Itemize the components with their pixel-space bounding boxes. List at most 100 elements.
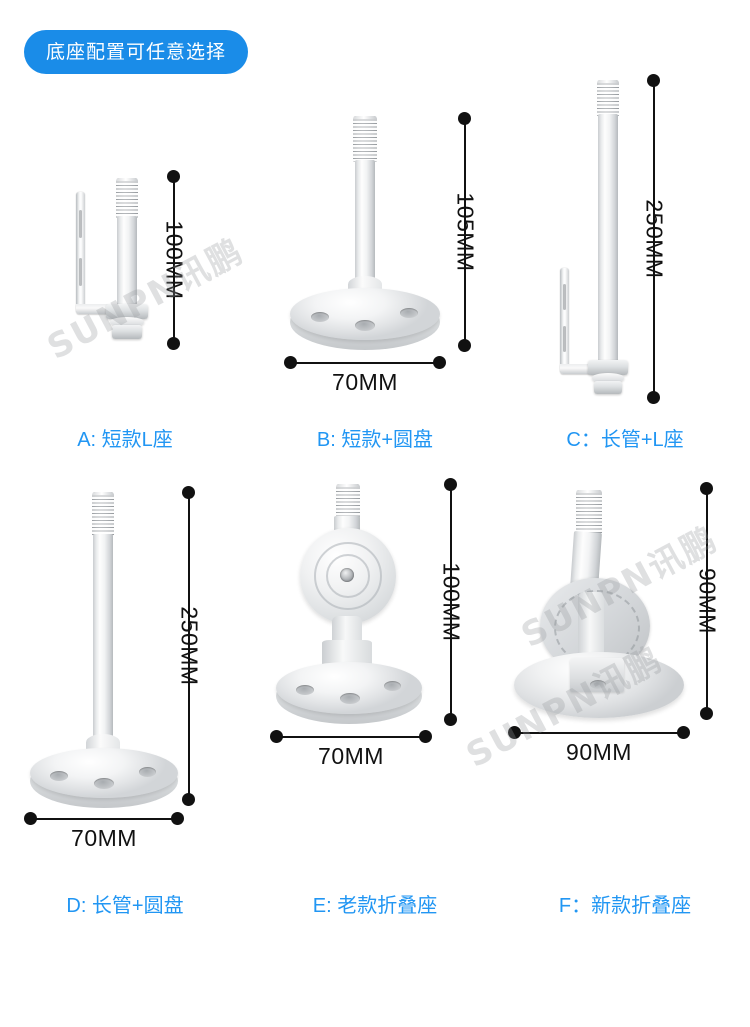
watermark-a: SUNPN讯鹏 — [40, 231, 251, 368]
dimension-height-c: 250MM — [641, 74, 668, 404]
dimension-endpoint — [458, 112, 471, 125]
dimension-height-f: 90MM — [694, 482, 721, 720]
dimension-height-label-f: 90MM — [694, 568, 721, 634]
product-caption-a: A: 短款L座 — [77, 429, 173, 451]
tube-thread-c — [597, 80, 619, 116]
hex-nut-a — [106, 304, 148, 319]
product-caption-d: D: 长管+圆盘 — [66, 895, 184, 917]
hex-nut-lower-a — [112, 325, 142, 339]
dimension-height-label-e: 100MM — [438, 562, 465, 642]
dimension-height-e: 100MM — [438, 478, 465, 726]
washer-c — [592, 373, 624, 383]
dimension-line — [464, 118, 466, 346]
dimension-line — [514, 732, 684, 734]
header-badge-label: 底座配置可任意选择 — [46, 41, 227, 63]
dimension-endpoint — [182, 793, 195, 806]
product-cell-d: 250MM 70MM D: 长管+圆盘 — [0, 472, 250, 942]
dimension-endpoint — [433, 356, 446, 369]
product-image-a: 100MM SUNPN讯鹏 A: 短款L座 — [0, 82, 250, 472]
hex-nut-c — [588, 360, 628, 375]
tube-thread-b — [353, 116, 377, 162]
dimension-endpoint — [182, 486, 195, 499]
tube-thread-d — [92, 492, 114, 536]
tube-thread-f — [576, 490, 602, 534]
washer-a — [110, 317, 144, 327]
product-cell-e: 100MM 70MM E: 老款折叠座 — [250, 472, 500, 942]
dimension-line — [30, 818, 178, 820]
base-hole-f — [590, 680, 606, 689]
product-caption-b: B: 短款+圆盘 — [316, 429, 434, 451]
dimension-endpoint — [284, 356, 297, 369]
l-bracket-slot-c — [563, 284, 566, 310]
dimension-height-b: 105MM — [452, 112, 479, 352]
disc-hole-d — [50, 771, 68, 781]
hinge-screw-e — [340, 568, 354, 582]
dimension-line — [653, 80, 655, 398]
dimension-line — [276, 736, 426, 738]
product-row-top: 100MM SUNPN讯鹏 A: 短款L座 — [0, 74, 750, 472]
product-cell-f: 90MM 90MM SUNPN讯鹏 F：新款折叠座 — [500, 472, 750, 942]
product-image-c: 250MM C：长管+L座 — [500, 74, 750, 472]
l-bracket-slot-c — [563, 326, 566, 352]
l-bracket-vertical-c — [560, 268, 569, 372]
tube-body-b — [355, 160, 375, 282]
dimension-endpoint — [444, 713, 457, 726]
product-caption-f: F：新款折叠座 — [558, 895, 692, 917]
product-caption-e: E: 老款折叠座 — [312, 895, 438, 917]
product-grid: 100MM SUNPN讯鹏 A: 短款L座 — [0, 74, 750, 942]
l-bracket-foot-a — [76, 304, 132, 314]
dimension-endpoint — [700, 482, 713, 495]
l-bracket-slot-a — [79, 258, 82, 286]
tube-thread-a — [116, 178, 138, 218]
disc-hole-d — [139, 767, 156, 777]
l-bracket-foot-c — [560, 364, 612, 374]
dimension-endpoint — [700, 707, 713, 720]
header-badge: 底座配置可任意选择 — [24, 30, 249, 74]
dimension-height-label-d: 250MM — [176, 606, 203, 686]
dimension-endpoint — [458, 339, 471, 352]
disc-hole-d — [94, 778, 114, 789]
dimension-width-d: 70MM — [24, 812, 184, 852]
dimension-width-f: 90MM — [508, 726, 690, 766]
dimension-height-label-b: 105MM — [452, 192, 479, 272]
hex-nut-lower-c — [594, 381, 622, 394]
dimension-endpoint — [647, 391, 660, 404]
dimension-endpoint — [647, 74, 660, 87]
dimension-line — [173, 176, 175, 344]
dimension-height-label-a: 100MM — [161, 220, 188, 300]
dimension-line — [706, 488, 708, 714]
product-cell-b: 105MM 70MM B: 短款+圆盘 — [250, 82, 500, 472]
product-image-f: 90MM 90MM SUNPN讯鹏 F：新款折叠座 — [500, 472, 750, 942]
dimension-endpoint — [24, 812, 37, 825]
dimension-height-label-c: 250MM — [641, 199, 668, 279]
disc-hole-e — [384, 681, 401, 691]
tube-body-d — [93, 534, 113, 742]
l-bracket-vertical-a — [76, 192, 85, 312]
dimension-endpoint — [508, 726, 521, 739]
product-row-bottom: 250MM 70MM D: 长管+圆盘 — [0, 472, 750, 942]
dimension-endpoint — [677, 726, 690, 739]
l-bracket-slot-a — [79, 210, 82, 238]
hinge-ring-e — [314, 542, 382, 610]
dimension-endpoint — [419, 730, 432, 743]
dimension-endpoint — [167, 337, 180, 350]
product-cell-c: 250MM C：长管+L座 — [500, 74, 750, 472]
tube-body-a — [117, 216, 137, 308]
dimension-width-label-e: 70MM — [318, 743, 384, 769]
product-image-d: 250MM 70MM D: 长管+圆盘 — [0, 472, 250, 942]
disc-hole-b — [355, 320, 375, 331]
dimension-line — [188, 492, 190, 800]
dimension-width-label-d: 70MM — [71, 825, 137, 851]
disc-hole-b — [400, 308, 418, 318]
dimension-width-b: 70MM — [284, 356, 446, 396]
dimension-endpoint — [270, 730, 283, 743]
dimension-width-label-b: 70MM — [332, 369, 398, 395]
dimension-endpoint — [444, 478, 457, 491]
dimension-endpoint — [171, 812, 184, 825]
dimension-height-a: 100MM — [161, 170, 188, 350]
product-image-e: 100MM 70MM E: 老款折叠座 — [250, 472, 500, 942]
disc-hole-e — [340, 693, 360, 704]
dimension-width-e: 70MM — [270, 730, 432, 770]
disc-hole-b — [311, 312, 329, 322]
